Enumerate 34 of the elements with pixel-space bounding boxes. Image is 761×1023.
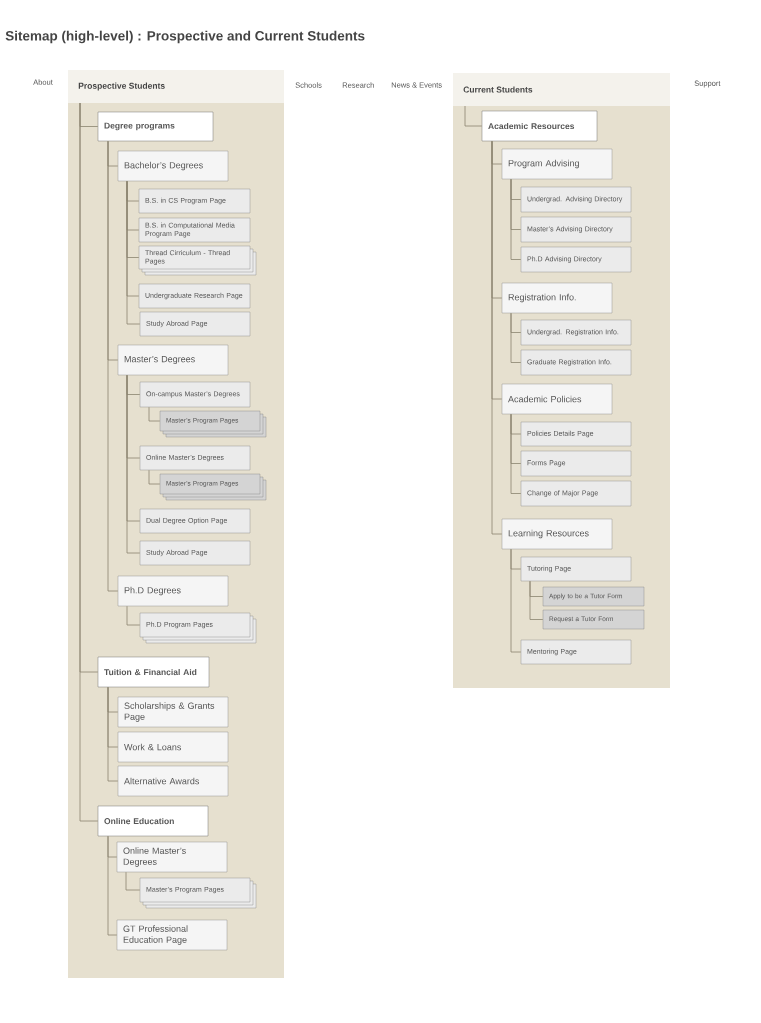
page-box: Scholarships & Grants Page — [117, 696, 229, 728]
connector-line — [148, 469, 161, 485]
connector-line — [107, 835, 118, 936]
connector-line — [125, 871, 141, 891]
connector-line — [510, 413, 522, 494]
connector-line — [107, 686, 119, 782]
page-box: Ph.D Degrees — [117, 575, 229, 607]
page-box: Learning Resources — [501, 518, 613, 550]
page-box: Program Advising — [501, 148, 613, 180]
connector-line — [529, 580, 544, 620]
connector-line — [126, 605, 141, 626]
connector-line — [107, 140, 119, 592]
page-box: Registration Info. — [501, 282, 613, 314]
connector-line — [510, 312, 522, 363]
page-box: Work & Loans — [117, 731, 229, 763]
connector-line — [510, 178, 522, 260]
page-box: Bachelor’s Degrees — [117, 150, 229, 182]
connector-line — [510, 548, 522, 653]
connector-line — [464, 105, 483, 127]
section-box: Academic Resources — [481, 110, 598, 142]
page-box: Online Master’s Degrees — [116, 841, 228, 873]
section-box: Tuition & Financial Aid — [97, 656, 210, 688]
section-box: Online Education — [97, 805, 209, 837]
section-box: Degree programs — [97, 111, 214, 142]
diagram-title: Sitemap (high-level) : Prospective and Current Students — [5, 30, 365, 44]
connector-line — [126, 180, 141, 325]
connector-line — [79, 102, 99, 822]
page-box: GT Professional Education Page — [116, 919, 228, 951]
page-box: Alternative Awards — [117, 765, 229, 797]
page-box: Master’s Degrees — [117, 344, 229, 376]
page-box: Academic Policies — [501, 383, 613, 415]
connector-line — [491, 140, 503, 535]
connector-line — [126, 374, 141, 554]
connector-line — [148, 406, 161, 422]
